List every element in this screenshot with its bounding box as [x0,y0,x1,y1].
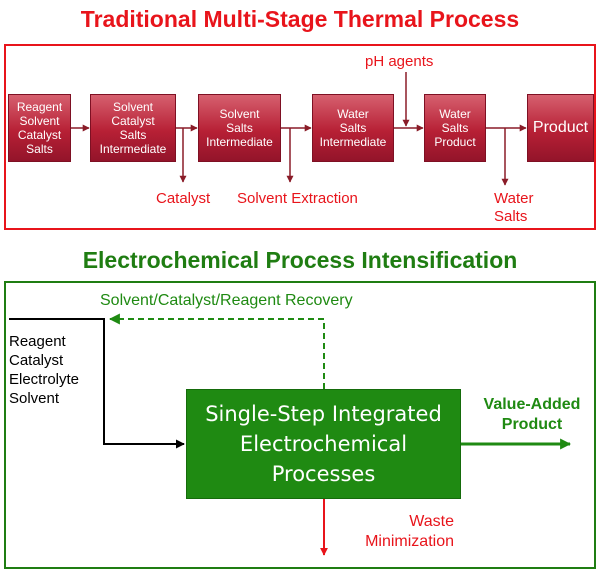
product-stage-box: Product [527,94,594,162]
stage-box: Reagent Solvent Catalyst Salts [8,94,71,162]
stage-line: Intermediate [319,135,387,149]
stage-line: Catalyst [111,114,155,128]
recovery-arrow [108,313,325,389]
stage-line: Water [337,107,369,121]
integrated-process-box: Single-Step Integrated Electrochemical P… [186,389,461,499]
water-salts-output-label: Water Salts [494,190,533,226]
input-line: Electrolyte [9,371,80,388]
stage-line: Salts [226,121,253,135]
stage-line: Salts [26,142,53,156]
traditional-process-title: Traditional Multi-Stage Thermal Process [80,6,520,32]
product-line: Value-Added [483,396,581,413]
stage-line: Salts [339,121,367,135]
solvent-extraction-label: Solvent Extraction [237,190,358,207]
traditional-process-frame [4,44,596,230]
waste-line: Minimization [365,533,454,550]
waste-line: Waste [409,513,454,530]
recovery-label: Solvent/Catalyst/Reagent Recovery [100,292,353,309]
stage-line: Solvent [219,107,260,121]
stage-line: Catalyst [17,128,62,142]
stage-line: Water [439,107,471,121]
catalyst-output-label: Catalyst [156,190,211,207]
salts-label: Salts [494,208,528,225]
input-line: Solvent [9,390,60,407]
stage-line: Solvent [112,100,154,114]
stage-line: Intermediate [206,135,273,149]
stage-box: Solvent Catalyst Salts Intermediate [90,94,176,162]
inputs-arrow [9,318,185,449]
stage-line: Solvent [19,114,60,128]
stage-box: Water Salts Product [424,94,486,162]
stage-box: Solvent Salts Intermediate [198,94,281,162]
stage-line: Reagent [16,100,63,114]
box-line: Single-Step Integrated [205,402,442,426]
stage-box: Water Salts Intermediate [312,94,394,162]
stage-line: Salts [119,128,147,142]
input-line: Reagent [9,333,66,350]
waste-minimization-label: Waste Minimization [334,512,454,552]
stage-line: Product [532,119,589,136]
electrochemical-process-frame [4,281,596,569]
product-line: Product [501,416,563,433]
ph-agents-label: pH agents [365,53,434,70]
electrochemical-inputs: Reagent Catalyst Electrolyte Solvent [9,332,79,408]
box-line: Processes [271,462,376,486]
stage-line: Intermediate [99,142,167,156]
box-line: Electrochemical [239,432,408,456]
input-line: Catalyst [9,352,64,369]
stage-line: Product [434,135,476,149]
water-label: Water [494,190,534,207]
value-added-product-label: Value-Added Product [464,395,600,435]
electrochemical-process-title: Electrochemical Process Intensification [82,247,518,273]
stage-line: Salts [441,121,469,135]
